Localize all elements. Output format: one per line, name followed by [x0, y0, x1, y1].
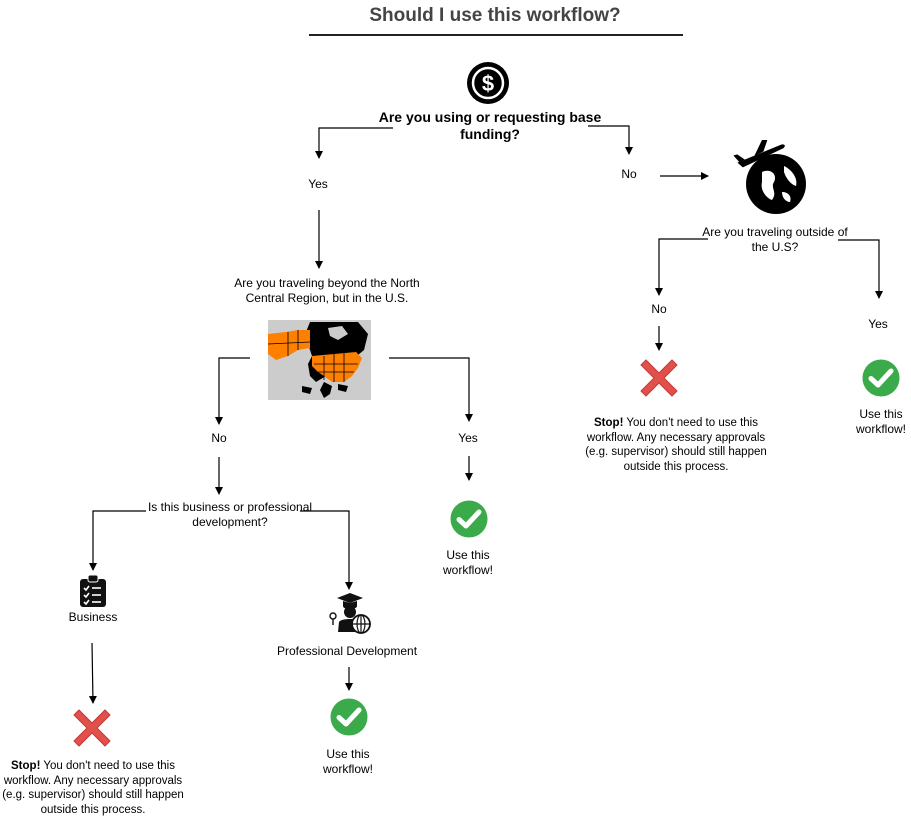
dollar-icon: $: [467, 62, 509, 104]
question-outside-us: Are you traveling outside of the U.S?: [702, 225, 848, 254]
stop-bold: Stop!: [11, 760, 41, 772]
region-yes-label: Yes: [458, 431, 478, 445]
arrow-business-x: [88, 642, 97, 704]
stop-detail: You don't need to use this workflow. Any…: [585, 417, 767, 473]
check-icon: [330, 698, 368, 736]
arrow-q-profdev: [300, 510, 353, 590]
stop-message: Stop! You don't need to use this workflo…: [0, 759, 186, 817]
use-workflow-text: Use this workflow!: [442, 548, 493, 577]
stop-detail: You don't need to use this workflow. Any…: [2, 760, 184, 816]
professional-development-label: Professional Development: [276, 644, 418, 658]
arrow-outside-no: [655, 238, 708, 296]
stop-bold: Stop!: [594, 417, 624, 429]
question-business-or-profdev: Is this business or professional develop…: [147, 500, 313, 529]
arrow-q-business: [89, 510, 146, 571]
x-icon: [640, 359, 678, 397]
x-icon: [73, 709, 111, 747]
funding-yes-label: Yes: [308, 177, 328, 191]
business-label: Business: [68, 610, 118, 624]
arrow-region-no: [215, 357, 250, 425]
arrow-region-yes: [389, 357, 473, 422]
graduate-globe-icon: [329, 593, 371, 634]
use-workflow-text: Use this workflow!: [322, 747, 373, 776]
outside-yes-label: Yes: [868, 317, 888, 331]
plane-globe-icon: [733, 140, 806, 214]
check-icon: [862, 359, 900, 397]
use-workflow-text: Use this workflow!: [855, 407, 906, 436]
region-no-label: No: [211, 431, 227, 445]
arrow-outside-yes: [838, 239, 883, 299]
arrow-funding-yes: [315, 127, 393, 159]
svg-text:$: $: [482, 71, 494, 96]
clipboard-icon: [80, 575, 106, 607]
question-base-funding: Are you using or requesting base funding…: [378, 109, 602, 142]
question-north-central-region: Are you traveling beyond the North Centr…: [234, 276, 420, 305]
outside-no-label: No: [651, 302, 667, 316]
page-title: Should I use this workflow?: [369, 5, 621, 26]
check-icon: [450, 500, 488, 538]
us-map-image: [268, 320, 371, 400]
arrow-funding-no: [588, 125, 633, 155]
funding-no-label: No: [621, 167, 637, 181]
title-underline: [309, 34, 683, 36]
stop-message: Stop! You don't need to use this workflo…: [576, 416, 776, 474]
